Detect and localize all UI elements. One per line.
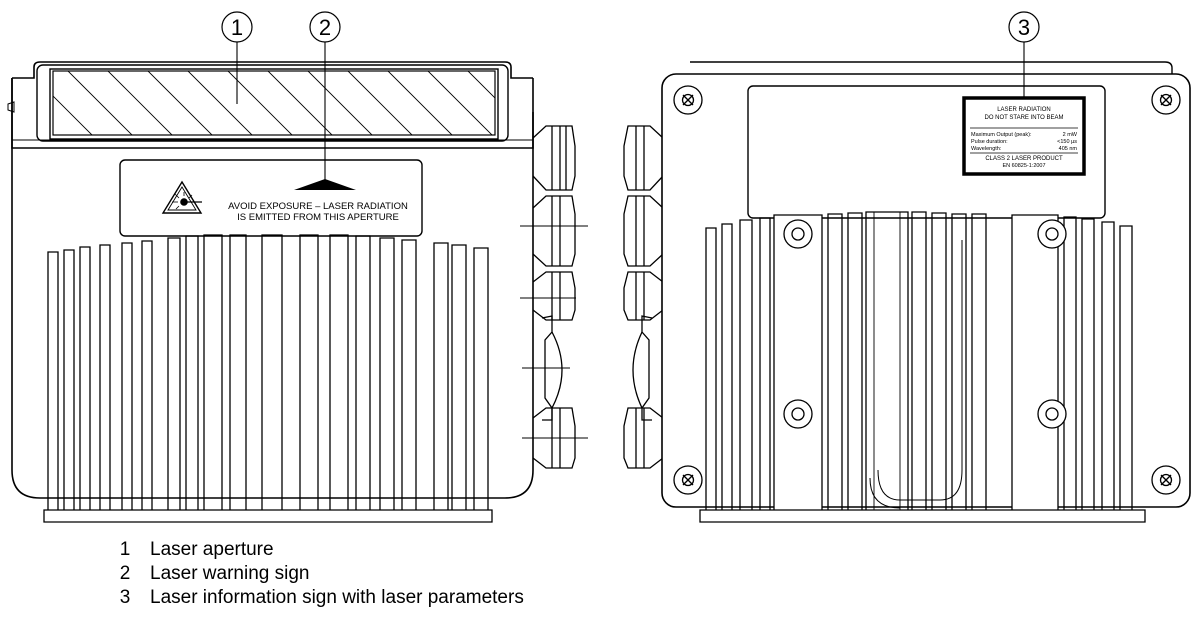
front-connectors bbox=[520, 125, 588, 469]
info-row-label: Wavelength: bbox=[971, 146, 1002, 152]
warning-sign-line-1: AVOID EXPOSURE – LASER RADIATION bbox=[228, 201, 408, 212]
legend: 1 Laser aperture 2 Laser warning sign 3 … bbox=[0, 537, 1192, 632]
legend-text: Laser warning sign bbox=[150, 563, 310, 584]
info-sign-title-2: DO NOT STARE INTO BEAM bbox=[984, 115, 1063, 121]
front-cooling-fins bbox=[43, 234, 493, 523]
rear-cooling-fins bbox=[699, 211, 1146, 523]
corner-screw-icon bbox=[673, 85, 703, 115]
corner-screw-icon bbox=[673, 465, 703, 495]
callout-number: 3 bbox=[1018, 15, 1030, 40]
front-view-device bbox=[7, 61, 588, 523]
info-sign-footer-1: CLASS 2 LASER PRODUCT bbox=[985, 156, 1063, 162]
legend-number: 2 bbox=[119, 563, 131, 584]
laser-warning-sign bbox=[119, 159, 423, 237]
mounting-boss-icon bbox=[783, 399, 813, 429]
mounting-boss-icon bbox=[1037, 399, 1067, 429]
info-sign-footer-2: EN 60825-1:2007 bbox=[1002, 163, 1045, 169]
info-row-value: <150 µs bbox=[1057, 139, 1077, 145]
corner-screw-icon bbox=[1151, 85, 1181, 115]
legend-number: 1 bbox=[119, 539, 131, 560]
warning-sign-line-2: IS EMITTED FROM THIS APERTURE bbox=[237, 212, 399, 223]
rear-view-device bbox=[623, 61, 1191, 523]
info-row-label: Pulse duration: bbox=[971, 139, 1008, 145]
laser-hazard-icon bbox=[161, 180, 203, 214]
laser-information-sign bbox=[962, 96, 1086, 176]
device-diagram: AVOID EXPOSURE – LASER RADIATION IS EMIT… bbox=[7, 11, 1191, 523]
info-row-label: Maximum Output (peak): bbox=[971, 132, 1032, 138]
callout-1: 1 bbox=[221, 11, 253, 104]
callout-number: 1 bbox=[231, 15, 243, 40]
mounting-boss-icon bbox=[783, 219, 813, 249]
callout-number: 2 bbox=[319, 15, 331, 40]
legend-text: Laser information sign with laser parame… bbox=[150, 587, 524, 608]
callout-2: 2 bbox=[309, 11, 341, 182]
corner-screw-icon bbox=[1151, 465, 1181, 495]
mounting-boss-icon bbox=[1037, 219, 1067, 249]
info-row-value: 2 mW bbox=[1063, 132, 1078, 138]
callout-3: 3 bbox=[1008, 11, 1040, 98]
legend-number: 3 bbox=[119, 587, 131, 608]
rear-connectors bbox=[623, 125, 664, 469]
laser-aperture-window bbox=[52, 70, 496, 136]
legend-text: Laser aperture bbox=[150, 539, 274, 560]
info-sign-title-1: LASER RADIATION bbox=[997, 107, 1051, 113]
info-row-value: 405 nm bbox=[1059, 146, 1078, 152]
